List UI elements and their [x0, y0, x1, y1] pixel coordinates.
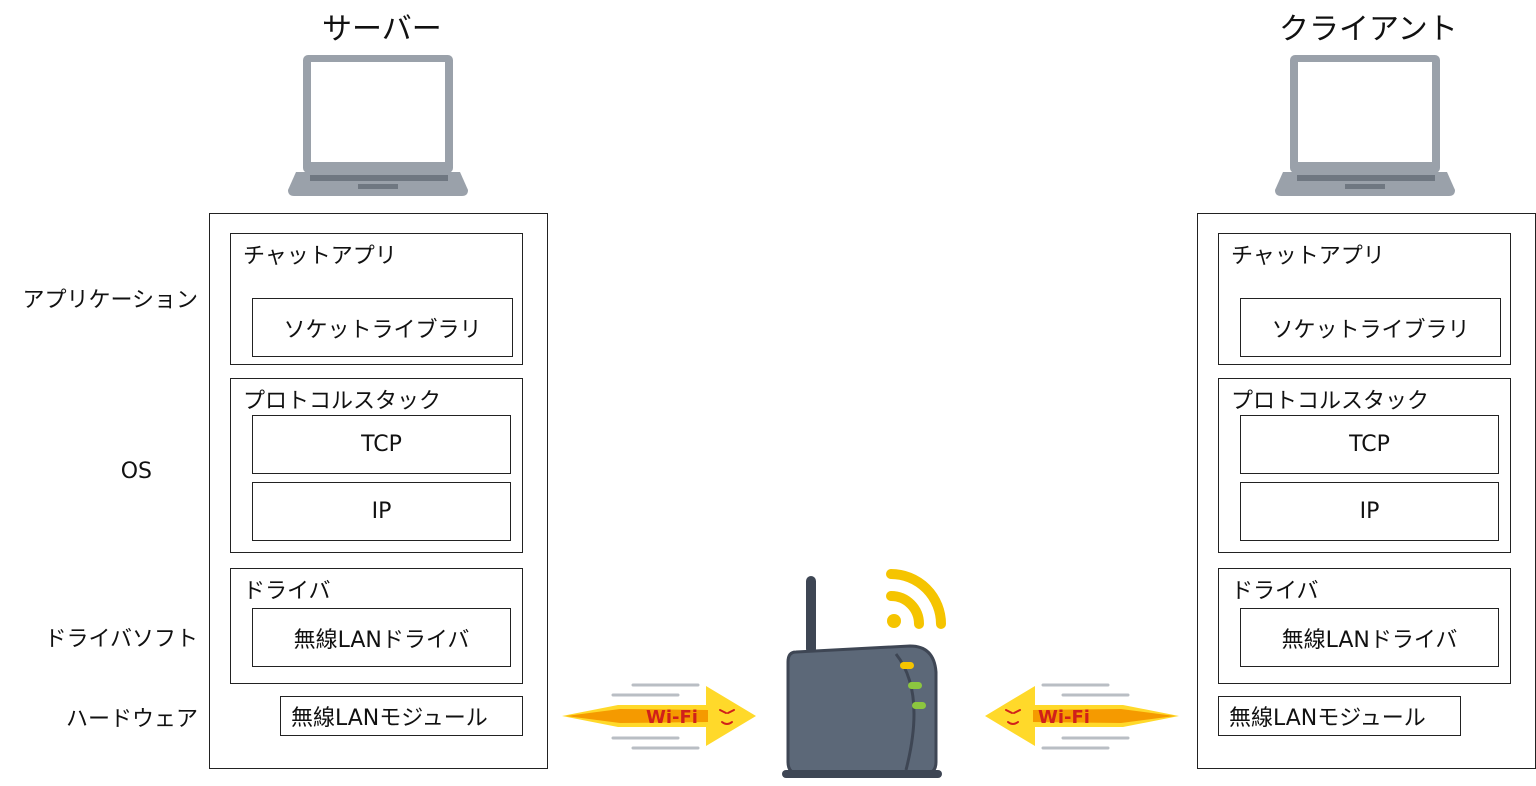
left-wifi-label: Wi-Fi: [646, 707, 698, 728]
server-wlan-driver: 無線LANドライバ: [252, 608, 511, 667]
layer-label-driver-software: ドライバソフト: [44, 627, 198, 652]
client-wlan-driver: 無線LANドライバ: [1240, 608, 1499, 667]
server-chat-app-label: チャットアプリ: [243, 244, 397, 269]
layer-label-application: アプリケーション: [22, 288, 198, 313]
wifi-signal-icon: [886, 569, 946, 629]
client-chat-app-label: チャットアプリ: [1231, 244, 1385, 269]
layer-label-hardware: ハードウェア: [65, 707, 198, 732]
client-title: クライアント: [1279, 12, 1458, 47]
wifi-router-icon: [782, 569, 946, 778]
server-ip-box: IP: [252, 482, 511, 541]
server-laptop-icon: [288, 55, 468, 196]
client-laptop-icon: [1275, 55, 1455, 196]
server-wlan-module: 無線LANモジュール: [280, 696, 523, 736]
layer-label-os: OS: [120, 459, 152, 484]
client-driver-label: ドライバ: [1231, 579, 1319, 604]
wifi-arrow-right-icon: Wi-Fi: [562, 683, 756, 750]
server-tcp-box: TCP: [252, 415, 511, 474]
server-driver-label: ドライバ: [243, 579, 331, 604]
wifi-arrow-left-icon: Wi-Fi: [985, 683, 1179, 750]
server-socket-library: ソケットライブラリ: [252, 298, 513, 357]
client-socket-library: ソケットライブラリ: [1240, 298, 1501, 357]
server-protocol-stack-label: プロトコルスタック: [243, 389, 442, 414]
right-wifi-label: Wi-Fi: [1038, 707, 1090, 728]
server-title: サーバー: [322, 12, 442, 47]
client-tcp-box: TCP: [1240, 415, 1499, 474]
client-wlan-module: 無線LANモジュール: [1218, 696, 1461, 736]
client-ip-box: IP: [1240, 482, 1499, 541]
client-protocol-stack-label: プロトコルスタック: [1231, 389, 1430, 414]
